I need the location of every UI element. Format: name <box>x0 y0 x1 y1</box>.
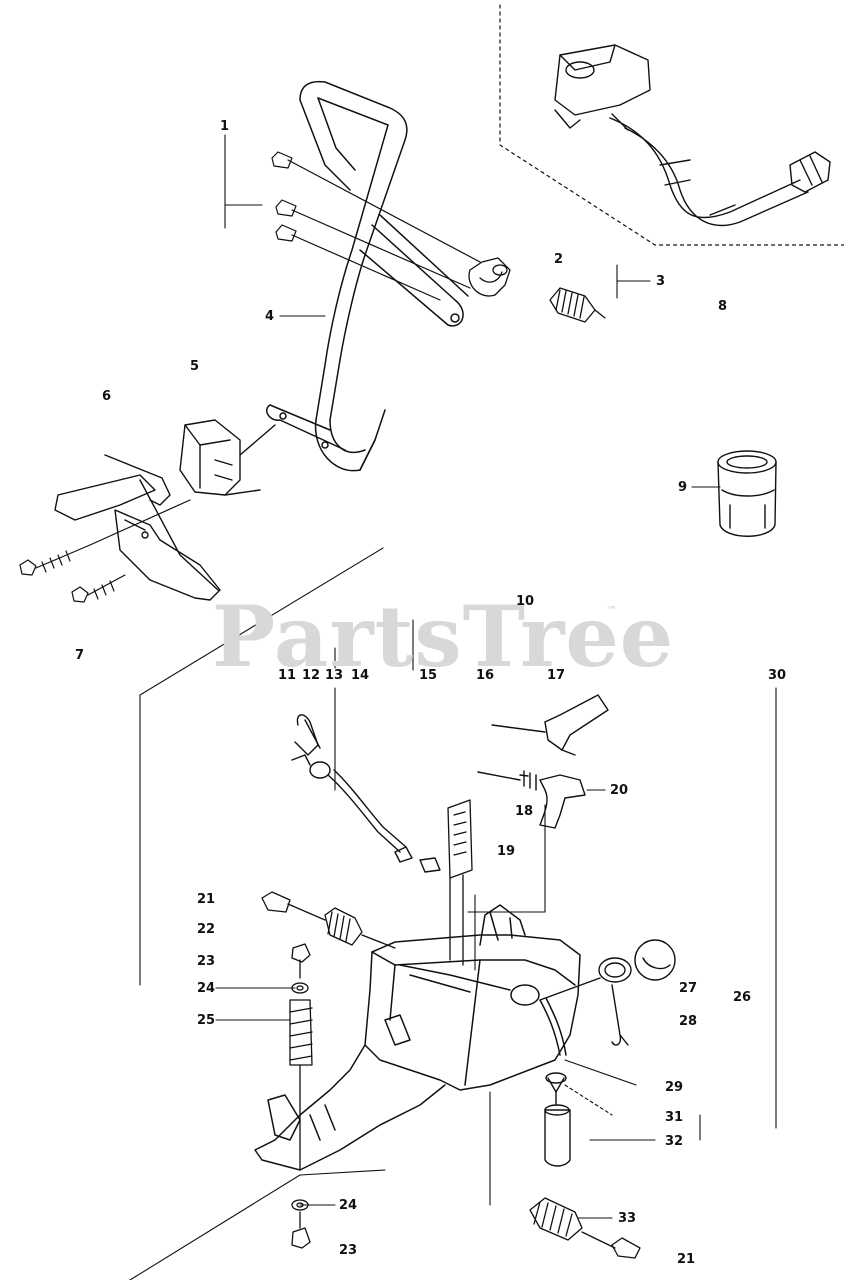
callout-21-bottom: 21 <box>677 1252 696 1267</box>
spring-stack-part-25 <box>289 943 313 1249</box>
filter-part-9 <box>717 450 777 537</box>
fuel-hose-part <box>554 44 831 227</box>
callout-30: 30 <box>768 668 787 683</box>
callout-2: 2 <box>554 252 564 267</box>
callout-29: 29 <box>665 1080 684 1095</box>
trademark-symbol: ™ <box>606 604 617 617</box>
fuel-filter-part-32 <box>544 1072 571 1167</box>
callout-5: 5 <box>190 359 200 374</box>
callout-27: 27 <box>679 981 698 996</box>
callout-14: 14 <box>351 668 370 683</box>
inset-frame <box>499 4 844 246</box>
callout-19: 19 <box>497 844 516 859</box>
bracket-part <box>179 419 276 496</box>
clamp-part <box>468 257 511 297</box>
callout-22: 22 <box>197 922 216 937</box>
callout-23-top: 23 <box>197 954 216 969</box>
spring-part-3 <box>549 287 606 323</box>
decal-part-15 <box>447 799 473 966</box>
callout-24-bottom: 24 <box>339 1198 358 1213</box>
callout-31: 31 <box>665 1110 684 1125</box>
callout-16: 16 <box>476 668 495 683</box>
callout-23-bottom: 23 <box>339 1243 358 1258</box>
watermark: PartsTree <box>212 587 675 686</box>
trigger-part <box>477 770 586 829</box>
handle-plate-part <box>54 454 221 601</box>
callout-1: 1 <box>220 119 230 134</box>
front-handle-part <box>266 80 469 472</box>
callout-9: 9 <box>678 480 688 495</box>
fuel-tank-handle-part <box>254 904 581 1171</box>
callout-4: 4 <box>265 309 275 324</box>
callout-20: 20 <box>610 783 629 798</box>
callout-11: 11 <box>278 668 297 683</box>
vibration-spring-part-22 <box>261 891 396 949</box>
callout-13: 13 <box>325 668 344 683</box>
vibration-spring-part-33 <box>529 1197 641 1259</box>
throttle-cable-part <box>291 714 441 873</box>
callout-8: 8 <box>718 299 728 314</box>
callout-15: 15 <box>419 668 438 683</box>
callout-17: 17 <box>547 668 566 683</box>
screw-part <box>271 151 481 301</box>
callout-7: 7 <box>75 648 85 663</box>
callout-18: 18 <box>515 804 534 819</box>
callout-24-top: 24 <box>197 981 216 996</box>
callout-12: 12 <box>302 668 321 683</box>
callout-10: 10 <box>516 594 535 609</box>
long-screw-part <box>19 499 191 603</box>
callout-25: 25 <box>197 1013 216 1028</box>
throttle-lever-part <box>491 694 609 756</box>
callout-26: 26 <box>733 990 752 1005</box>
callout-33: 33 <box>618 1211 637 1226</box>
callout-3: 3 <box>656 274 666 289</box>
callout-21-top: 21 <box>197 892 216 907</box>
fuel-cap-part <box>539 939 676 1046</box>
leader-lines <box>129 134 777 1280</box>
callout-28: 28 <box>679 1014 698 1029</box>
callout-6: 6 <box>102 389 112 404</box>
callout-32: 32 <box>665 1134 684 1149</box>
